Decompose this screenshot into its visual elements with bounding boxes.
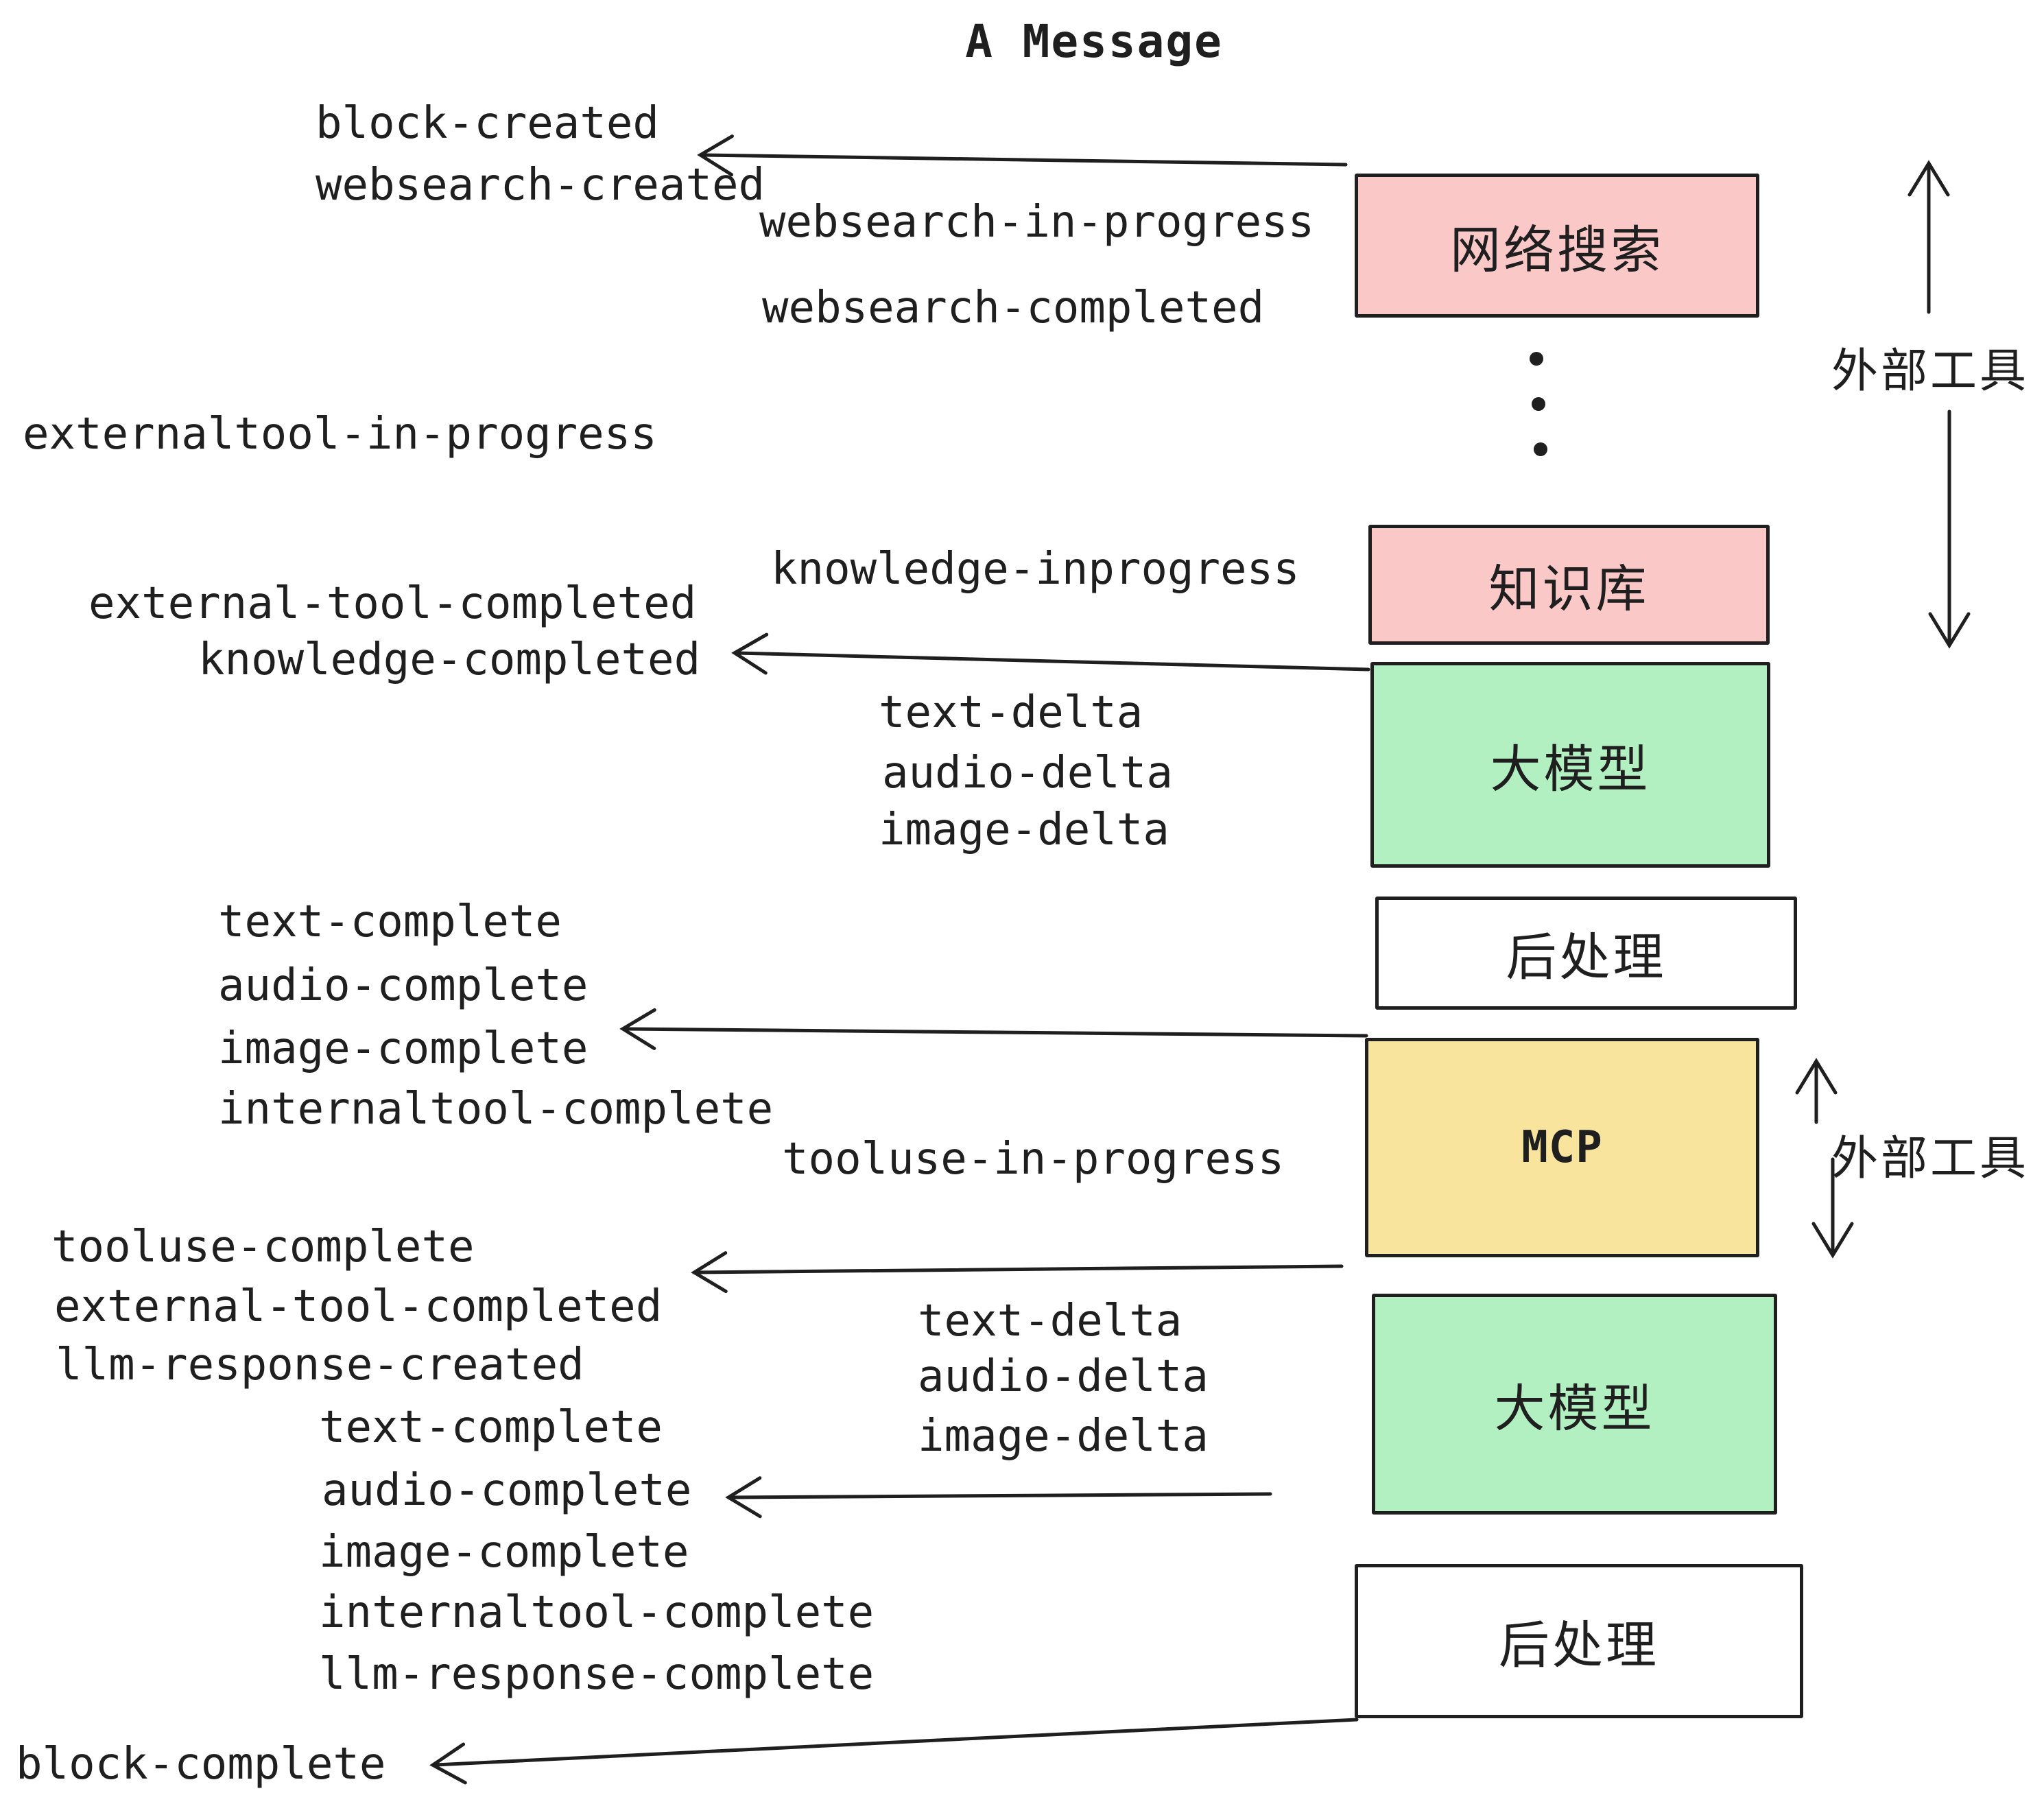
event-label-image-delta-2: image-delta [918,1411,1209,1462]
event-label-internaltool-complete-1: internaltool-complete [218,1084,774,1135]
box-knowledge: 知识库 [1368,525,1770,645]
ellipsis-dots-icon [1530,352,1547,456]
arrow-mcp-box-to-image-complete [619,1008,1368,1050]
event-label-image-complete-1: image-complete [218,1023,589,1074]
arrow-websearch-box-to-block-created [697,134,1348,177]
event-label-tooluse-complete: tooluse-complete [51,1222,475,1272]
event-label-block-complete: block-complete [16,1739,386,1790]
event-label-audio-complete-1: audio-complete [218,960,589,1011]
event-label-websearch-in-progress: websearch-in-progress [759,197,1315,248]
arrow-post2-box-to-block-complete [429,1718,1359,1785]
event-label-image-delta-1: image-delta [879,805,1169,855]
arrow-llm2-box-to-audio-complete [725,1476,1272,1519]
side-label-external-tools-1: 外部工具 [1831,344,2030,399]
event-label-externaltool-in-progress: externaltool-in-progress [23,409,657,460]
side-label-external-tools-2: 外部工具 [1831,1132,2030,1186]
box-postprocess-1: 后处理 [1375,897,1797,1010]
event-label-image-complete-2: image-complete [319,1527,689,1578]
arrow-llm1-box-to-knowledge-completed [731,632,1370,675]
arrow-mcp-box-to-tooluse-complete [691,1251,1344,1294]
event-label-text-complete-2: text-complete [319,1402,663,1453]
box-websearch: 网络搜索 [1355,174,1759,318]
event-label-websearch-created: websearch-created [316,160,765,211]
diagram-title: A Message [965,15,1223,68]
event-label-text-delta-1: text-delta [879,687,1143,738]
event-label-internaltool-complete-2: internaltool-complete [319,1587,875,1638]
event-label-external-tool-completed-2: external-tool-completed [54,1281,663,1332]
box-mcp: MCP [1365,1038,1759,1257]
event-label-external-tool-completed-1: external-tool-completed [88,578,697,629]
event-label-audio-complete-2: audio-complete [322,1465,692,1516]
event-label-websearch-completed: websearch-completed [762,283,1265,333]
event-label-audio-delta-1: audio-delta [882,748,1173,798]
box-postprocess-2: 后处理 [1355,1564,1803,1718]
event-label-text-delta-2: text-delta [918,1296,1183,1346]
event-label-block-created: block-created [316,98,659,149]
box-llm-1: 大模型 [1370,662,1770,868]
event-label-knowledge-inprogress: knowledge-inprogress [771,544,1300,595]
event-label-tooluse-in-progress: tooluse-in-progress [782,1134,1285,1185]
event-label-text-complete-1: text-complete [218,897,562,947]
event-label-llm-response-created: llm-response-created [56,1340,584,1390]
event-label-llm-response-complete: llm-response-complete [319,1649,875,1700]
box-llm-2: 大模型 [1372,1294,1777,1515]
event-label-knowledge-completed: knowledge-completed [198,634,701,685]
event-label-audio-delta-2: audio-delta [918,1351,1209,1402]
